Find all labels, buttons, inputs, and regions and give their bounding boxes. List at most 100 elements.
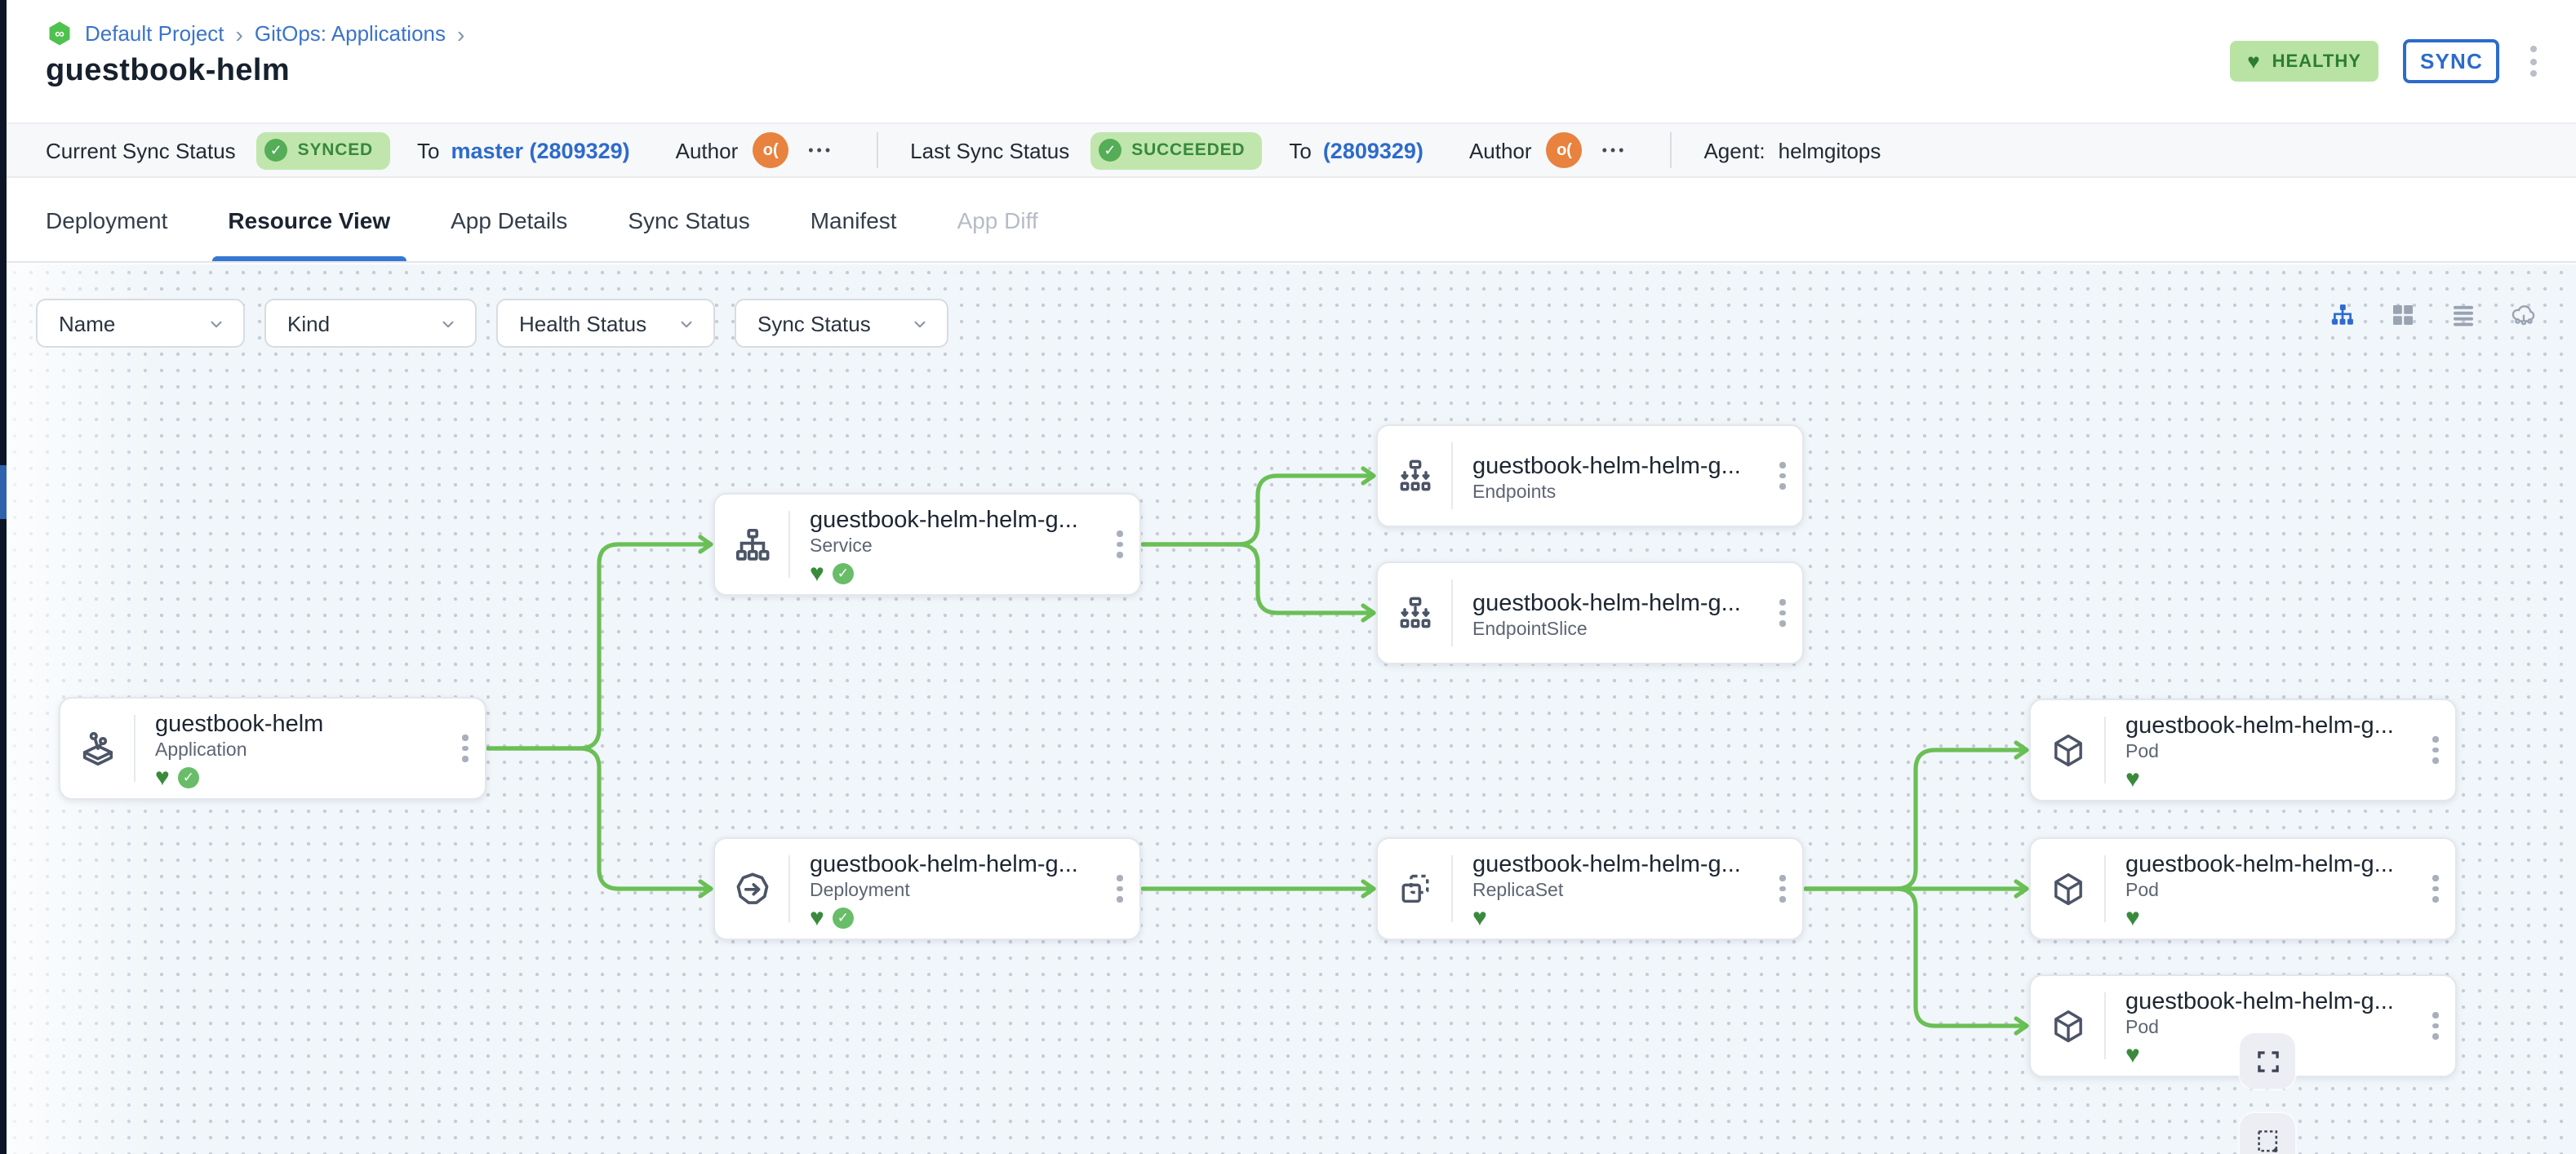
status-label-current-sync-status: Current Sync Status (46, 138, 236, 162)
sync-check-icon: ✓ (177, 766, 199, 788)
edge-app-to-service (486, 542, 713, 751)
sync-check-icon: ✓ (832, 907, 854, 928)
node-menu-button[interactable] (1763, 426, 1802, 526)
health-heart-icon: ♥ (2125, 765, 2140, 792)
commit-message-ellipsis[interactable]: ••• (1601, 142, 1628, 158)
select-area-button[interactable] (2240, 1113, 2295, 1154)
to-label: To (1289, 138, 1312, 162)
resource-status-icons: ♥ ✓ (2125, 905, 2413, 930)
resource-name: guestbook-helm-helm-g... (2125, 851, 2394, 877)
sync-button[interactable]: SYNC (2403, 39, 2499, 83)
list-view-icon[interactable] (2449, 300, 2478, 330)
resource-node-replicaset[interactable]: guestbook-helm-helm-g... ReplicaSet ♥ ✓ (1376, 837, 1804, 940)
tab-deployment[interactable]: Deployment (46, 206, 168, 233)
pod-icon (2031, 976, 2104, 1076)
filter-bar: Name Kind Health Status Sync Status (36, 299, 948, 348)
resource-node-deployment[interactable]: guestbook-helm-helm-g... Deployment ♥ ✓ (713, 837, 1141, 940)
status-badge-succeeded: ✓ SUCCEEDED (1090, 131, 1262, 169)
tree-view-icon[interactable] (2328, 300, 2357, 330)
edge-replicaset-to-pod-3 (1803, 886, 2028, 1028)
author-label: Author (1468, 138, 1532, 162)
filter-sync-status[interactable]: Sync Status (735, 299, 948, 348)
breadcrumb-separator: › (457, 20, 465, 47)
endpoints-icon (1378, 563, 1451, 663)
resource-status-icons: ♥ ✓ (810, 905, 1097, 930)
filter-health-status[interactable]: Health Status (496, 299, 715, 348)
tab-manifest[interactable]: Manifest (810, 206, 897, 233)
resource-kind: Pod (2125, 742, 2159, 761)
cloud-view-icon[interactable] (2509, 300, 2538, 330)
node-menu-button[interactable] (2416, 839, 2455, 939)
tab-app-details[interactable]: App Details (451, 206, 568, 233)
resource-node-endpoints[interactable]: guestbook-helm-helm-g... Endpoints ♥ ✓ (1376, 424, 1804, 527)
health-heart-icon: ♥ (810, 559, 824, 587)
resource-status-icons: ♥ ✓ (1472, 905, 1760, 930)
resource-node-app[interactable]: guestbook-helm Application ♥ ✓ (59, 697, 486, 800)
health-heart-icon: ♥ (155, 763, 170, 791)
to-label: To (417, 138, 440, 162)
resource-node-endpointslice[interactable]: guestbook-helm-helm-g... EndpointSlice ♥… (1376, 561, 1804, 664)
breadcrumb-link-gitops-applications[interactable]: GitOps: Applications (254, 21, 446, 46)
filter-name[interactable]: Name (36, 299, 245, 348)
author-avatar[interactable]: o( (1546, 132, 1583, 168)
resource-kind: ReplicaSet (1472, 881, 1564, 900)
edge-app-to-deployment (486, 746, 713, 891)
filter-label: Sync Status (757, 311, 871, 335)
node-menu-button[interactable] (1763, 563, 1802, 663)
revision-link[interactable]: (2809329) (1322, 138, 1423, 162)
fullscreen-button[interactable] (2240, 1033, 2295, 1089)
node-menu-button[interactable] (2416, 700, 2455, 800)
node-menu-button[interactable] (446, 699, 485, 798)
chevron-down-icon (676, 313, 697, 334)
status-badge-label: SYNCED (297, 140, 373, 160)
status-divider (876, 132, 878, 168)
tab-resource-view[interactable]: Resource View (211, 178, 407, 261)
resource-graph-canvas[interactable]: Name Kind Health Status Sync Status guestbo… (7, 264, 2576, 1154)
commit-message-ellipsis[interactable]: ••• (808, 142, 834, 158)
edge-replicaset-to-pod-1 (1803, 748, 2028, 891)
tab-bar: Deployment Resource View App Details Sync S… (7, 178, 2576, 263)
tab-sync-status[interactable]: Sync Status (628, 206, 750, 233)
health-heart-icon: ♥ (810, 903, 824, 931)
health-heart-icon: ♥ (2125, 1041, 2140, 1068)
resource-node-service[interactable]: guestbook-helm-helm-g... Service ♥ ✓ (713, 493, 1141, 596)
check-icon: ✓ (1099, 139, 1122, 162)
grid-view-icon[interactable] (2388, 300, 2418, 330)
node-menu-button[interactable] (1100, 495, 1139, 594)
author-avatar[interactable]: o( (753, 132, 789, 168)
svg-text:∞: ∞ (55, 26, 64, 41)
status-divider (1669, 132, 1672, 168)
header-actions: ♥ HEALTHY SYNC (2229, 39, 2543, 83)
check-icon: ✓ (264, 139, 288, 162)
agent-value: helmgitops (1778, 138, 1881, 162)
breadcrumb-link-default-project[interactable]: Default Project (85, 21, 224, 46)
chevron-down-icon (206, 313, 227, 334)
resource-node-pod-2[interactable]: guestbook-helm-helm-g... Pod ♥ ✓ (2029, 837, 2457, 940)
breadcrumb: ∞Default Project›GitOps: Applications› (46, 20, 464, 47)
node-menu-button[interactable] (1763, 839, 1802, 939)
resource-name: guestbook-helm (155, 711, 324, 737)
chevron-down-icon (909, 313, 930, 334)
tab-app-diff: App Diff (957, 206, 1038, 233)
revision-link[interactable]: master (2809329) (451, 138, 630, 162)
filter-kind[interactable]: Kind (264, 299, 477, 348)
resource-name: guestbook-helm-helm-g... (810, 507, 1078, 533)
health-status-badge: ♥ HEALTHY (2229, 41, 2379, 82)
resource-name: guestbook-helm-helm-g... (2125, 988, 2394, 1014)
resource-name: guestbook-helm-helm-g... (1472, 453, 1741, 479)
status-badge-label: SUCCEEDED (1131, 140, 1246, 160)
status-badge-synced: ✓ SYNCED (256, 131, 389, 169)
node-menu-button[interactable] (1100, 839, 1139, 939)
resource-name: guestbook-helm-helm-g... (1472, 590, 1741, 616)
chevron-down-icon (437, 313, 459, 334)
sidebar-active-indicator (0, 465, 7, 519)
node-menu-button[interactable] (2416, 976, 2455, 1076)
fullscreen-icon (2252, 1045, 2283, 1076)
gitops-logo-icon: ∞ (46, 20, 73, 47)
kebab-menu-icon[interactable] (2524, 42, 2543, 80)
page-title: guestbook-helm (46, 54, 291, 88)
health-heart-icon: ♥ (2125, 903, 2140, 931)
resource-node-pod-1[interactable]: guestbook-helm-helm-g... Pod ♥ ✓ (2029, 699, 2457, 801)
edge-service-to-endpointslice (1140, 542, 1375, 615)
